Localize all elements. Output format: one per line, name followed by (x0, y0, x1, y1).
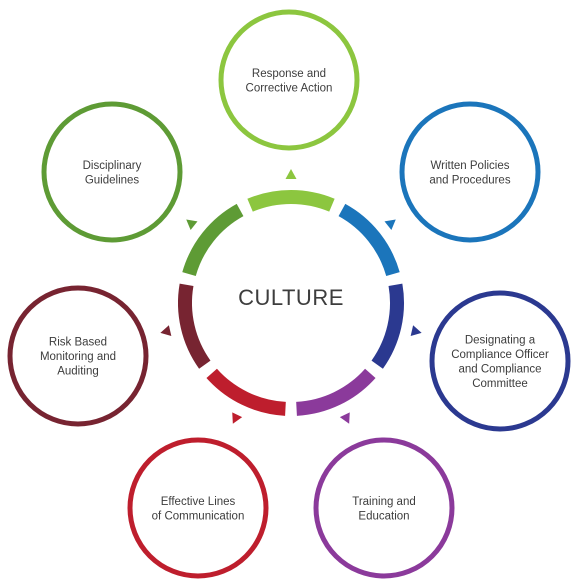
node-label-officer: and Compliance (458, 363, 541, 375)
node-label-officer: Committee (472, 378, 528, 390)
arrow-marker-officer (410, 325, 422, 336)
node-circle-monitoring (7, 285, 149, 427)
arrow-marker-policies (384, 219, 396, 230)
arrow-marker-disciplinary (186, 219, 198, 230)
node-label-response: Response and (252, 68, 326, 80)
ring-segment-training (295, 368, 376, 416)
node-label-officer: Designating a (465, 334, 536, 346)
ring-segment-communication (206, 368, 287, 416)
node-label-policies: and Procedures (429, 174, 510, 186)
node-label-training: Training and (352, 496, 416, 508)
ring-segment-disciplinary (182, 203, 244, 277)
arrow-marker-monitoring (160, 325, 172, 336)
node-label-response: Corrective Action (246, 82, 333, 94)
ring-segment-monitoring (178, 283, 211, 369)
node-policies: Written Policies and Procedures (399, 101, 541, 243)
node-circle-officer (429, 290, 571, 432)
arrow-marker-response (285, 169, 297, 179)
node-circle-disciplinary (41, 101, 183, 243)
node-label-monitoring: Risk Based (49, 337, 107, 349)
node-communication: Effective Lines of Communication (127, 437, 269, 579)
central-ring (178, 190, 404, 416)
node-label-disciplinary: Disciplinary (83, 160, 142, 172)
node-label-policies: Written Policies (430, 160, 509, 172)
ring-segment-officer (371, 283, 404, 369)
node-circle-policies (399, 101, 541, 243)
node-label-monitoring: Monitoring and (40, 351, 116, 363)
node-circle-training (313, 437, 455, 579)
node-label-monitoring: Auditing (57, 366, 99, 378)
node-label-communication: of Communication (152, 510, 245, 522)
node-label-training: Education (358, 510, 409, 522)
arrow-marker-communication (232, 412, 243, 424)
node-circle-communication (127, 437, 269, 579)
ring-segment-policies (338, 203, 400, 277)
ring-segment-response (247, 190, 335, 212)
node-label-communication: Effective Lines (161, 496, 236, 508)
node-circle-response (218, 9, 360, 151)
node-label-disciplinary: Guidelines (85, 174, 140, 186)
arrow-markers (160, 169, 422, 424)
center-label: CULTURE (238, 285, 344, 310)
arrow-marker-training (339, 412, 350, 424)
node-officer: Designating a Compliance Officer and Compl… (429, 290, 571, 432)
node-label-officer: Compliance Officer (451, 349, 549, 361)
